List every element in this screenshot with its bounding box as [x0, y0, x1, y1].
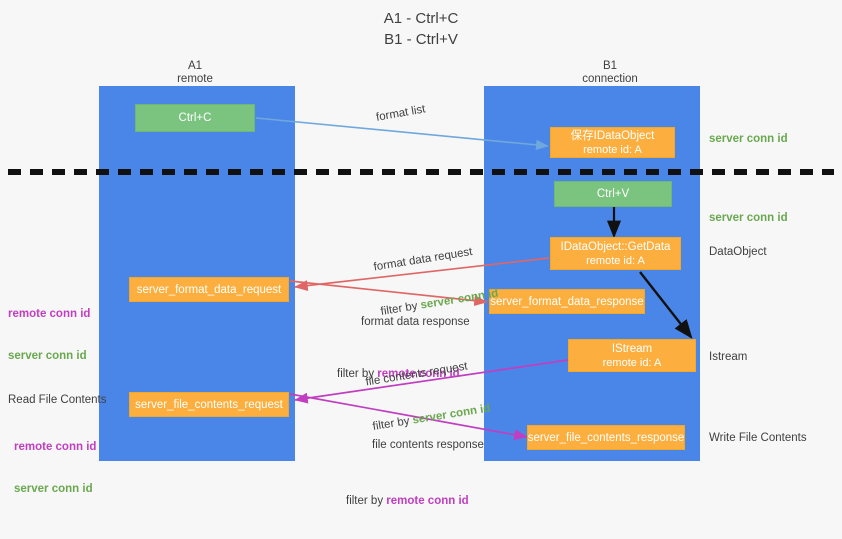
- node-istream-line1: IStream: [611, 342, 653, 355]
- right-label-dataobject: DataObject: [709, 246, 767, 258]
- node-ctrl-c[interactable]: Ctrl+C: [135, 104, 255, 132]
- node-ctrl-v-label: Ctrl+V: [596, 188, 630, 200]
- column-header-b1: B1 connection: [582, 60, 638, 85]
- filter-value-remote-conn-id: remote conn id: [377, 368, 460, 380]
- node-server-file-contents-response[interactable]: server_file_contents_response: [527, 425, 685, 450]
- left-legend-remote-conn-id: remote conn id: [8, 308, 91, 320]
- diagram-title: A1 - Ctrl+C B1 - Ctrl+V: [383, 10, 459, 48]
- node-server-format-data-request-label: server_format_data_request: [136, 283, 282, 296]
- node-save-idataobject-line1: 保存IDataObject: [570, 129, 655, 142]
- edge-label-format-list: format list: [375, 103, 427, 124]
- node-save-idataobject[interactable]: 保存IDataObject remote id: A: [550, 127, 675, 158]
- node-ctrl-c-label: Ctrl+C: [178, 112, 212, 124]
- filter-value-remote-conn-id: remote conn id: [386, 495, 469, 507]
- left-legend-remote-conn-id: remote conn id: [14, 441, 97, 453]
- node-server-file-contents-response-label: server_file_contents_response: [527, 431, 685, 444]
- node-save-idataobject-line2: remote id: A: [583, 143, 642, 156]
- left-legend-file-contents: remote conn id server conn id: [14, 412, 96, 524]
- node-server-file-contents-request[interactable]: server_file_contents_request: [129, 392, 289, 417]
- right-label-write-file-contents: Write File Contents: [709, 432, 807, 444]
- node-istream-line2: remote id: A: [602, 356, 662, 369]
- diagram-canvas: A1 - Ctrl+C B1 - Ctrl+V A1 remote B1 con…: [8, 10, 834, 507]
- left-legend-format: remote conn id server conn id: [8, 279, 90, 391]
- edge-label-format-data-response-filter: filter by remote conn id: [337, 367, 470, 382]
- node-ctrl-v[interactable]: Ctrl+V: [554, 181, 672, 207]
- right-label-istream: Istream: [709, 351, 748, 363]
- node-server-format-data-response[interactable]: server_format_data_response: [489, 289, 645, 314]
- edge-label-format-data-response-line1: format data response: [361, 316, 470, 328]
- left-legend-server-conn-id: server conn id: [8, 350, 87, 362]
- filter-prefix: filter by: [346, 495, 387, 507]
- edge-label-file-contents-response-filter: filter by remote conn id: [346, 494, 484, 509]
- right-label-server-conn-id-mid: server conn id: [709, 212, 788, 224]
- node-getdata[interactable]: IDataObject::GetData remote id: A: [550, 237, 681, 270]
- node-getdata-line2: remote id: A: [586, 254, 645, 267]
- column-header-a1: A1 remote: [177, 60, 213, 85]
- node-server-file-contents-request-label: server_file_contents_request: [135, 398, 283, 411]
- left-label-read-file-contents: Read File Contents: [8, 394, 107, 406]
- edge-label-file-contents-response: file contents response filter by remote …: [346, 408, 484, 539]
- edge-label-format-data-response: format data response filter by remote co…: [337, 285, 470, 412]
- filter-prefix: filter by: [337, 368, 378, 380]
- node-server-format-data-request[interactable]: server_format_data_request: [129, 277, 289, 302]
- edge-label-format-data-request-line1: format data request: [372, 246, 474, 274]
- node-getdata-line1: IDataObject::GetData: [560, 240, 671, 253]
- node-server-format-data-response-label: server_format_data_response: [490, 295, 644, 308]
- left-legend-server-conn-id: server conn id: [14, 483, 93, 495]
- right-label-server-conn-id-top: server conn id: [709, 133, 788, 145]
- node-istream[interactable]: IStream remote id: A: [568, 339, 696, 372]
- edge-label-file-contents-request-line1: file contents request: [364, 360, 469, 389]
- edge-label-file-contents-response-line1: file contents response: [372, 439, 484, 451]
